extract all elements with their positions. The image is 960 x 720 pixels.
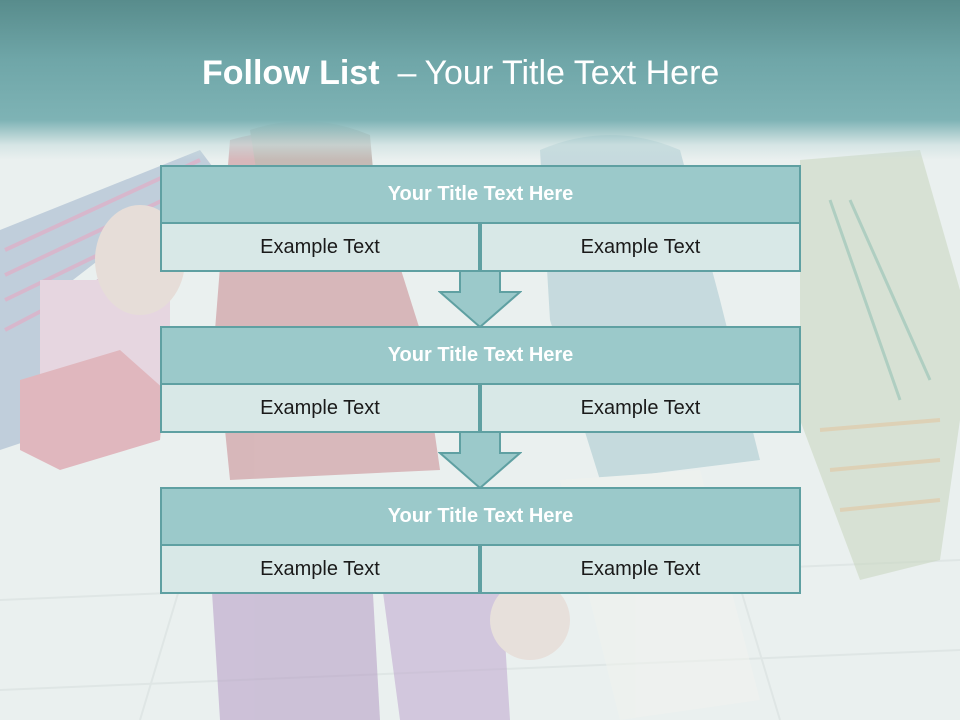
down-arrow-icon <box>438 431 522 489</box>
row-cell-left: Example Text <box>160 222 480 272</box>
row-cell-right: Example Text <box>480 544 801 594</box>
title-separator: – <box>397 54 417 92</box>
title-rest-text: Your Title Text Here <box>424 54 720 92</box>
row-cell-right: Example Text <box>480 222 801 272</box>
row-cell-left: Example Text <box>160 383 480 433</box>
row-title: Your Title Text Here <box>160 326 801 385</box>
title-bold-text: Follow List <box>202 54 380 92</box>
down-arrow-icon <box>438 270 522 328</box>
row-title: Your Title Text Here <box>160 487 801 546</box>
title-banner <box>0 0 960 160</box>
row-cell-left: Example Text <box>160 544 480 594</box>
slide-title: Follow List–Your Title Text Here <box>202 54 719 93</box>
row-title: Your Title Text Here <box>160 165 801 224</box>
row-cell-right: Example Text <box>480 383 801 433</box>
